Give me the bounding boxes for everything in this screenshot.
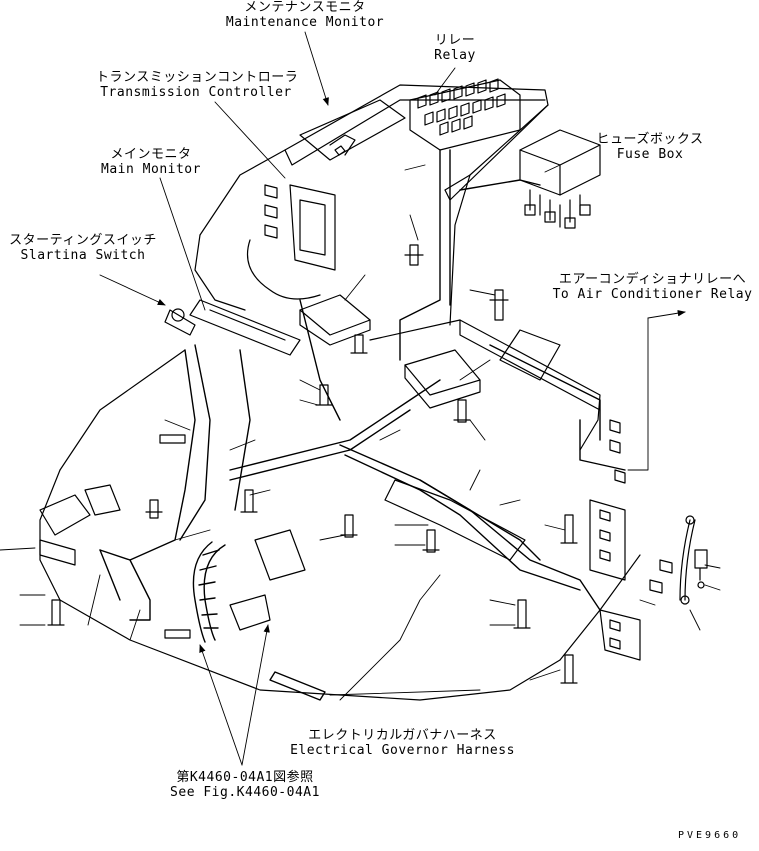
relay-jp: リレー <box>434 33 476 48</box>
right-connectors <box>589 419 708 661</box>
fuse-box-en: Fuse Box <box>616 147 684 162</box>
air-conditioner-relay-label: エアーコンディショナリレーへ To Air Conditioner Relay <box>550 272 755 302</box>
harness-wires <box>99 149 626 621</box>
fuse-box <box>519 129 601 229</box>
transmission-controller-label: トランスミッションコントローラ Transmission Controller <box>96 70 299 100</box>
main-monitor-label: メインモニタ Main Monitor <box>96 147 206 177</box>
see-fig-label: 第K4460-04A1図参照 See Fig.K4460-04A1 <box>160 770 330 800</box>
relay-cluster <box>409 78 521 151</box>
main-monitor-en: Main Monitor <box>101 162 201 177</box>
cab-outline <box>39 84 641 701</box>
air-conditioner-relay-en: To Air Conditioner Relay <box>552 287 753 302</box>
transmission-controller-en: Transmission Controller <box>100 85 292 100</box>
transmission-controller <box>246 184 336 300</box>
starting-switch <box>164 308 196 336</box>
relay-label: リレー Relay <box>420 33 490 63</box>
leader-lines <box>0 31 721 766</box>
governor-harness-tube <box>192 541 326 701</box>
maintenance-monitor-label: メンテナンスモニタ Maintenance Monitor <box>220 0 390 30</box>
maintenance-monitor-en: Maintenance Monitor <box>225 15 385 30</box>
brackets <box>39 294 526 631</box>
fuse-box-label: ヒューズボックス Fuse Box <box>590 132 710 162</box>
see-fig-jp: 第K4460-04A1図参照 <box>176 770 314 785</box>
starting-switch-en: Slartina Switch <box>20 248 146 263</box>
main-monitor <box>189 299 301 356</box>
bolts <box>47 244 578 684</box>
maintenance-monitor-jp: メンテナンスモニタ <box>244 0 366 15</box>
electrical-governor-harness-jp: エレクトリカルガバナハーネス <box>308 728 497 743</box>
electrical-governor-harness-label: エレクトリカルガバナハーネス Electrical Governor Harne… <box>280 728 525 758</box>
relay-en: Relay <box>434 48 476 63</box>
main-monitor-jp: メインモニタ <box>110 147 192 162</box>
see-fig-en: See Fig.K4460-04A1 <box>170 785 320 800</box>
electrical-governor-harness-en: Electrical Governor Harness <box>290 743 515 758</box>
drawing-code: PVE9660 <box>678 830 742 841</box>
starting-switch-jp: スターティングスイッチ <box>9 233 157 248</box>
air-conditioner-relay-jp: エアーコンディショナリレーへ <box>558 272 747 287</box>
starting-switch-label: スターティングスイッチ Slartina Switch <box>8 233 158 263</box>
transmission-controller-jp: トランスミッションコントローラ <box>96 70 299 85</box>
fuse-box-jp: ヒューズボックス <box>596 132 704 147</box>
maintenance-monitor-panel <box>299 99 406 161</box>
